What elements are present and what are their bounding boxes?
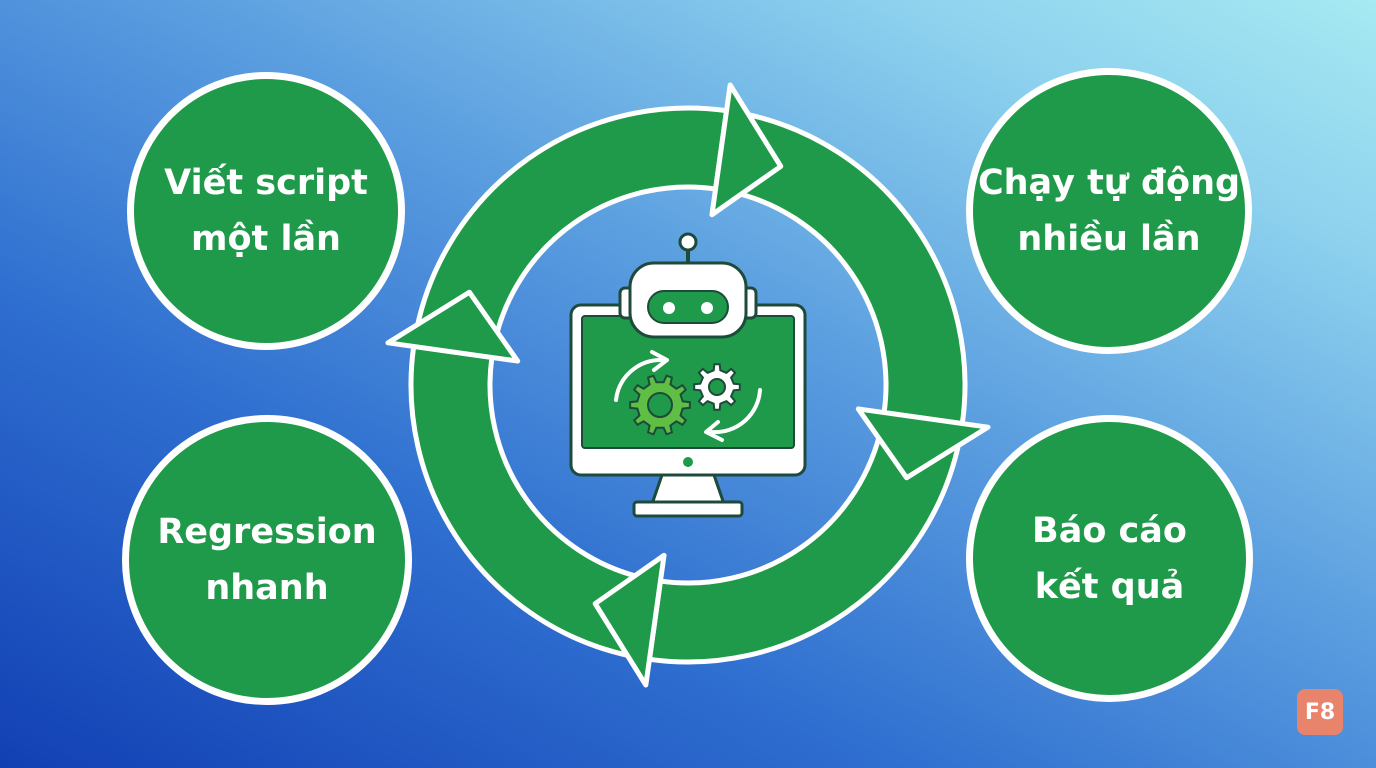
- node-label-line: Báo cáo: [1032, 510, 1187, 551]
- node-label-line: một lần: [191, 219, 341, 259]
- node-label-line: Regression: [157, 512, 377, 552]
- gear-hub-icon: [647, 392, 673, 418]
- cycle-arrow-head: [855, 406, 991, 481]
- circular-arrows-icon: [385, 82, 991, 688]
- node-label-line: kết quả: [1034, 566, 1185, 607]
- node-fast-regression: Regression nhanh: [122, 415, 412, 705]
- node-label-line: nhiều lần: [1017, 219, 1201, 259]
- robot-head-icon: [618, 232, 758, 339]
- cycle-arrow-head: [592, 552, 667, 688]
- cycle-arrow-head: [709, 82, 784, 218]
- gear-hub-icon: [708, 378, 726, 396]
- gears-icon: [629, 363, 741, 436]
- refresh-arrows-icon: [614, 350, 762, 442]
- robot-computer-gears-icon: [569, 232, 807, 518]
- f8-logo-badge: F8: [1297, 689, 1343, 735]
- node-report-results: Báo cáo kết quả: [966, 415, 1253, 702]
- node-write-script-once: Viết script một lần: [127, 72, 405, 350]
- monitor-icon: [569, 303, 807, 518]
- node-run-automatically-many-times: Chạy tự động nhiều lần: [966, 68, 1252, 354]
- cycle-arrow-head: [385, 289, 521, 364]
- node-label-line: Chạy tự động: [977, 163, 1241, 203]
- node-label-line: Viết script: [164, 163, 368, 203]
- node-label-line: nhanh: [205, 568, 329, 608]
